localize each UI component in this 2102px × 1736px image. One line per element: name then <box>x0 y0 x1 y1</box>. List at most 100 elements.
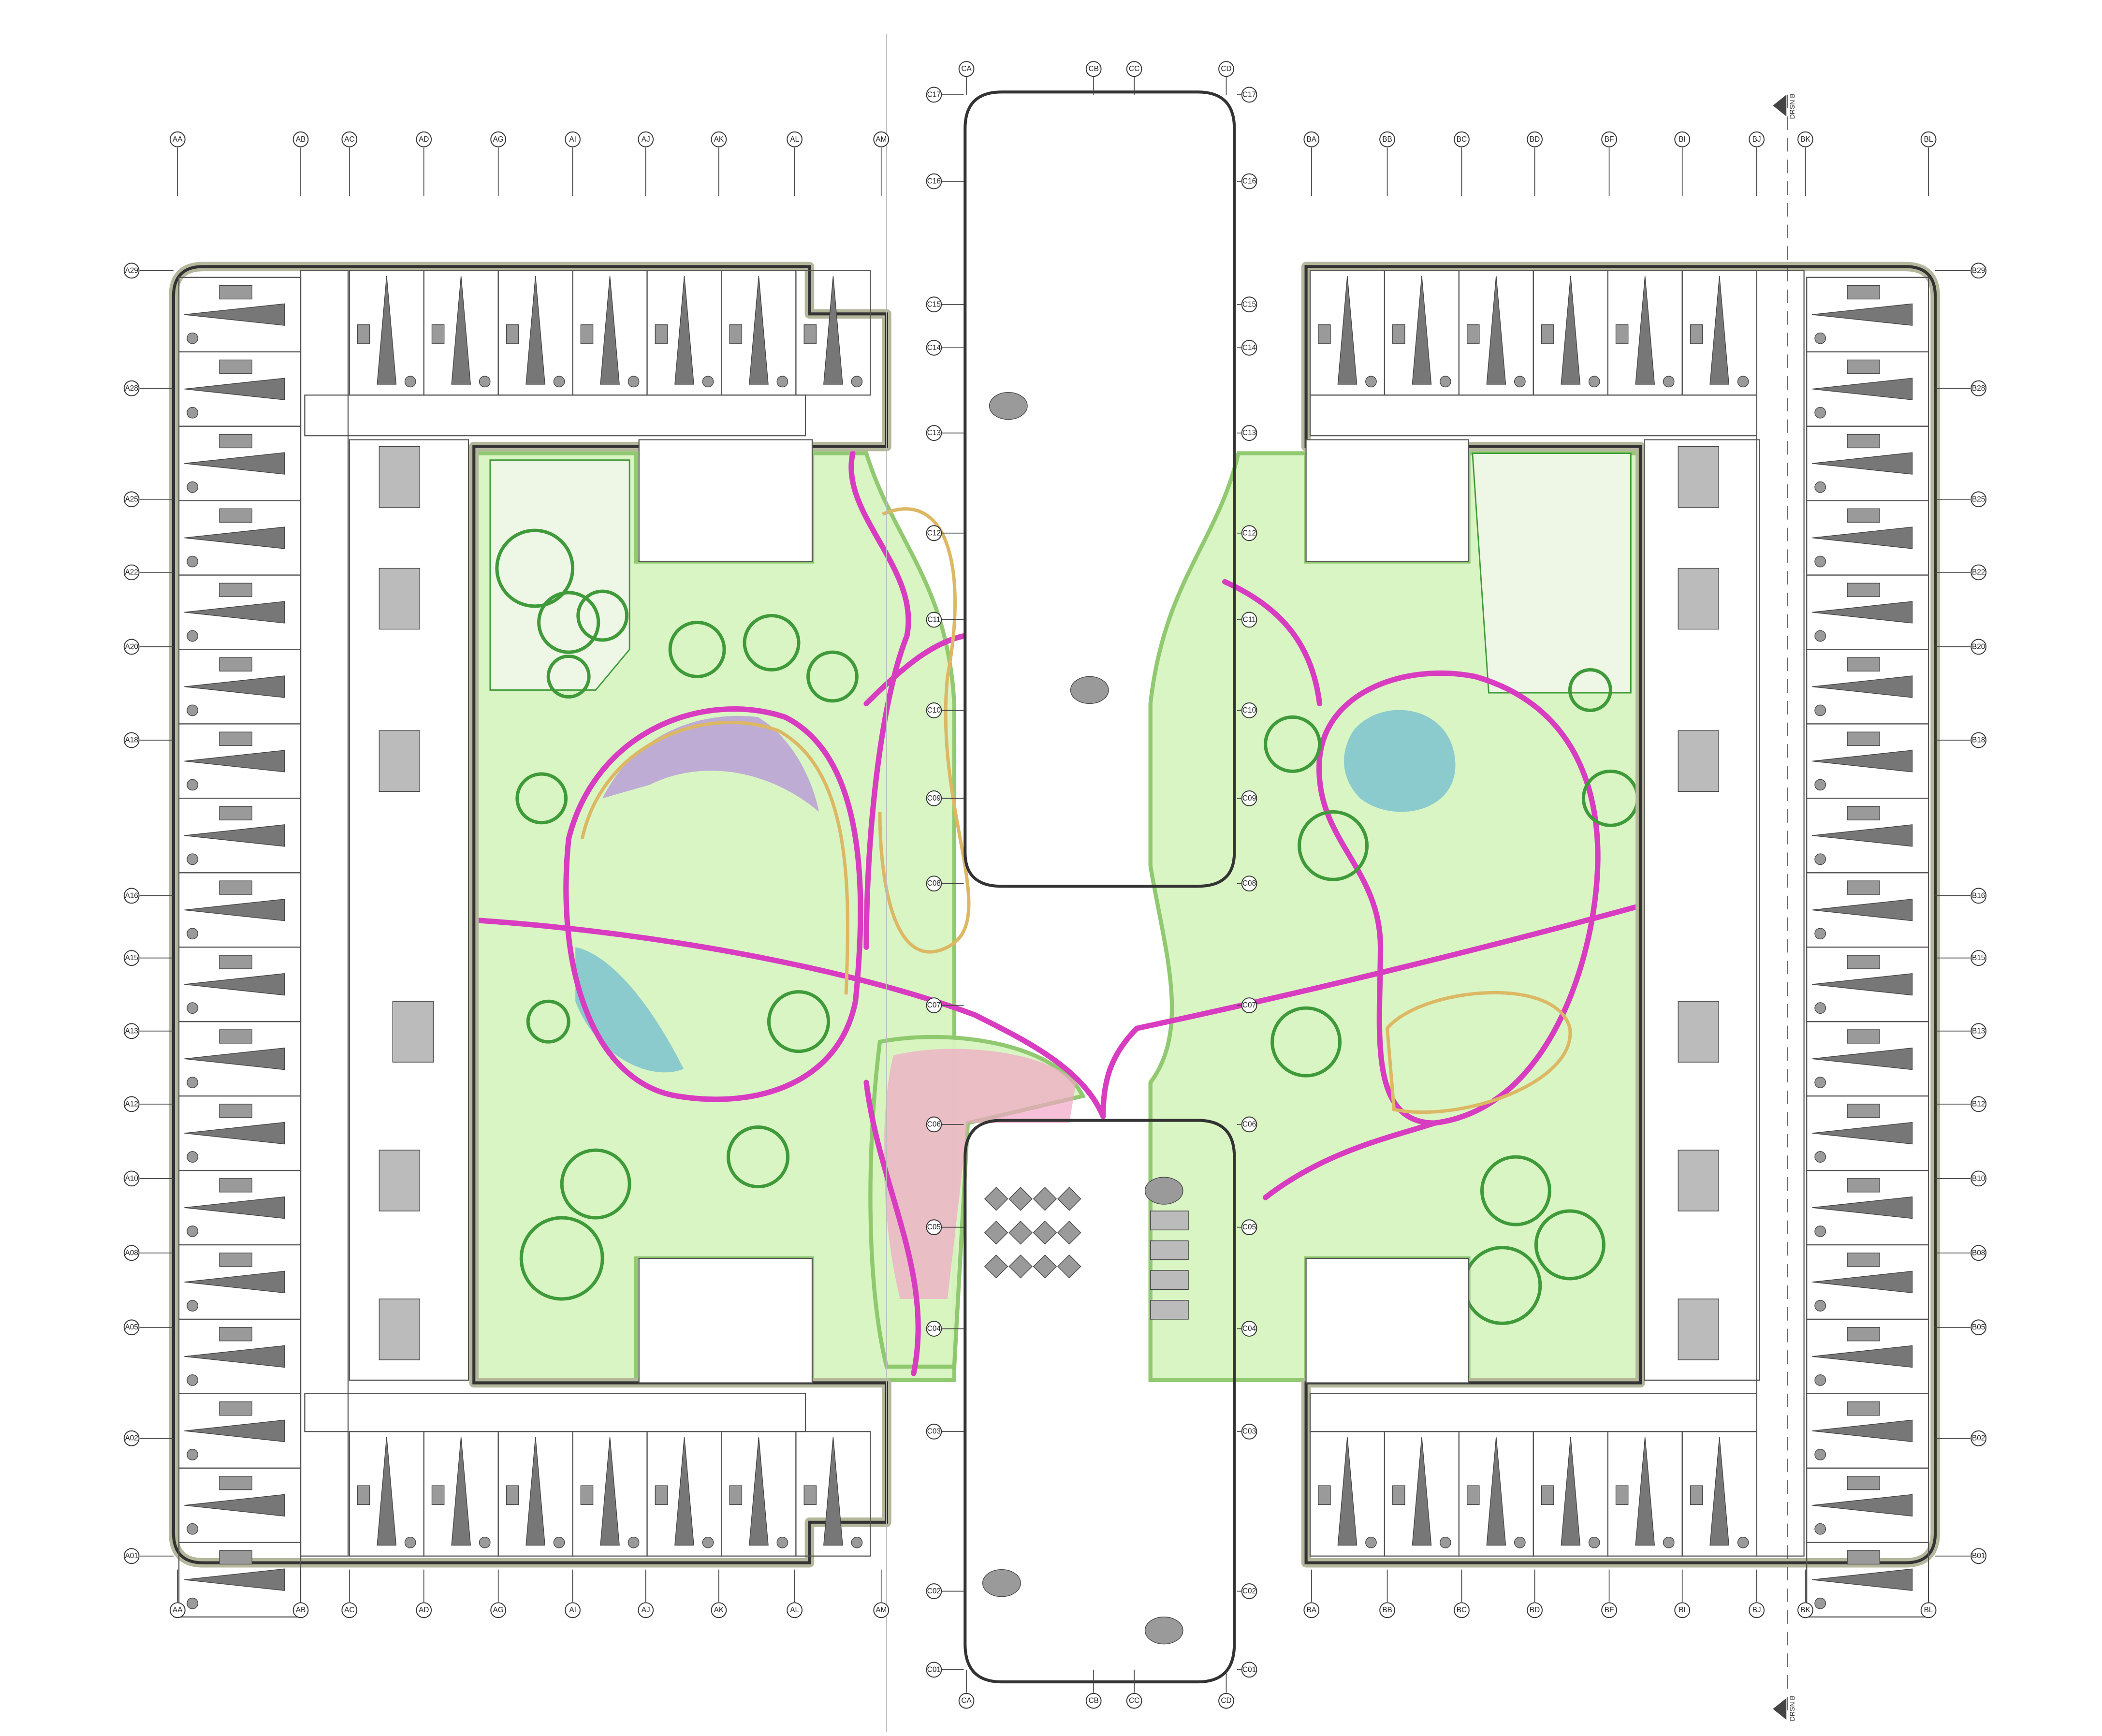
chair <box>1737 376 1749 388</box>
chair <box>1814 1523 1826 1535</box>
grid-label: C12 <box>1242 529 1256 537</box>
grid-bubble <box>490 131 507 147</box>
bathroom-wedge <box>1337 276 1358 385</box>
grid-row-marker: C08 <box>926 875 942 892</box>
east-corridor-north <box>1309 394 1757 437</box>
grid-bubble <box>1971 1319 1987 1336</box>
bathroom-wedge <box>1812 452 1913 475</box>
grid-label: C05 <box>1242 1223 1256 1231</box>
grid-label: B29 <box>1972 266 1985 275</box>
bed <box>1318 324 1331 344</box>
grid-label: C10 <box>1242 706 1256 715</box>
bed <box>506 1485 519 1505</box>
grid-bubble <box>1085 1692 1102 1709</box>
bathroom-wedge <box>1812 899 1913 921</box>
chair <box>1814 1300 1826 1312</box>
tree-group <box>495 528 1639 1325</box>
bathroom-wedge <box>1412 276 1432 385</box>
grid-bubble <box>169 131 186 147</box>
bathroom-wedge <box>1812 378 1913 400</box>
grid-row-marker: C12 <box>926 525 942 541</box>
chair <box>187 853 198 865</box>
grid-column-marker: CD <box>1218 61 1234 77</box>
grid-label: C07 <box>1242 1001 1256 1009</box>
chair <box>1814 1077 1826 1089</box>
grid-column-marker: AD <box>416 131 432 147</box>
grid-label: C07 <box>927 1001 941 1009</box>
grid-label: CB <box>1088 1697 1098 1705</box>
bed <box>219 583 252 598</box>
grid-row-marker: B16 <box>1971 888 1987 904</box>
tree-canopy <box>515 772 568 825</box>
bed <box>1847 657 1881 671</box>
chair <box>1514 1536 1526 1548</box>
bed <box>1615 324 1629 344</box>
grid-row-marker: A25 <box>123 491 140 508</box>
west-corridor-south <box>304 1393 806 1432</box>
chair <box>1814 332 1826 344</box>
bed <box>1847 1029 1881 1044</box>
grid-label: B16 <box>1972 891 1985 900</box>
grid-label: B25 <box>1972 495 1985 503</box>
grid-bubble <box>1749 131 1765 147</box>
grid-column-marker: AD <box>416 1602 432 1619</box>
grid-row-marker: C12 <box>1241 525 1257 541</box>
bathroom-wedge <box>1812 1419 1913 1443</box>
bathroom-wedge <box>1337 1437 1358 1546</box>
bed <box>431 324 445 344</box>
bathroom-wedge <box>184 1122 285 1145</box>
grid-bubble <box>926 997 942 1013</box>
grid-bubble <box>1241 339 1257 356</box>
bathroom-wedge <box>1812 1568 1913 1591</box>
grid-label: A29 <box>125 266 138 275</box>
grid-bubble <box>1241 1321 1257 1337</box>
grid-bubble <box>926 702 942 718</box>
apartment-unit <box>1681 270 1757 396</box>
bathroom-wedge <box>1812 675 1913 698</box>
chair <box>1588 1536 1600 1548</box>
grid-row-marker: C13 <box>926 425 942 441</box>
grid-column-marker: BF <box>1601 1602 1617 1619</box>
table-with-chairs <box>379 1150 421 1211</box>
chair <box>1737 1536 1749 1548</box>
grid-bubble <box>123 732 140 748</box>
grid-bubble <box>787 1602 803 1619</box>
grid-label: A15 <box>125 954 138 962</box>
grid-row-marker: B05 <box>1971 1319 1987 1336</box>
grid-label: C02 <box>927 1587 941 1595</box>
grid-label: BK <box>1800 1606 1810 1614</box>
grid-column-marker: AM <box>873 131 890 147</box>
chair <box>851 376 863 388</box>
grid-column-marker: CC <box>1126 1692 1142 1709</box>
table-with-chairs <box>1678 1298 1719 1360</box>
grid-label: A08 <box>125 1249 138 1257</box>
bed <box>729 324 743 344</box>
section-arrow-icon <box>1773 1698 1787 1720</box>
grid-bubble <box>1303 1602 1320 1619</box>
bed <box>1690 324 1703 344</box>
bed <box>1847 1178 1881 1193</box>
cafe-table <box>984 1187 1008 1211</box>
grid-bubble <box>416 131 432 147</box>
bed <box>506 324 519 344</box>
grid-bubble <box>1971 1245 1987 1261</box>
grid-row-marker: C08 <box>1241 875 1257 892</box>
bathroom-wedge <box>1812 1196 1913 1219</box>
furniture <box>184 276 1913 1645</box>
bed <box>219 1253 252 1267</box>
grid-bubble <box>926 87 942 103</box>
bed <box>1466 324 1480 344</box>
grid-label: A20 <box>125 642 138 651</box>
bed <box>1847 1550 1881 1565</box>
dining-table <box>1150 1270 1189 1290</box>
grid-label: A28 <box>125 384 138 393</box>
grid-bubble <box>1971 380 1987 396</box>
grid-row-marker: C10 <box>1241 702 1257 718</box>
grid-bubble <box>926 790 942 806</box>
chair <box>1814 481 1826 493</box>
grid-bubble <box>1971 564 1987 581</box>
grid-label: BC <box>1457 135 1467 144</box>
grid-bubble <box>1454 1602 1470 1619</box>
chair <box>187 407 198 419</box>
chair <box>187 1151 198 1163</box>
